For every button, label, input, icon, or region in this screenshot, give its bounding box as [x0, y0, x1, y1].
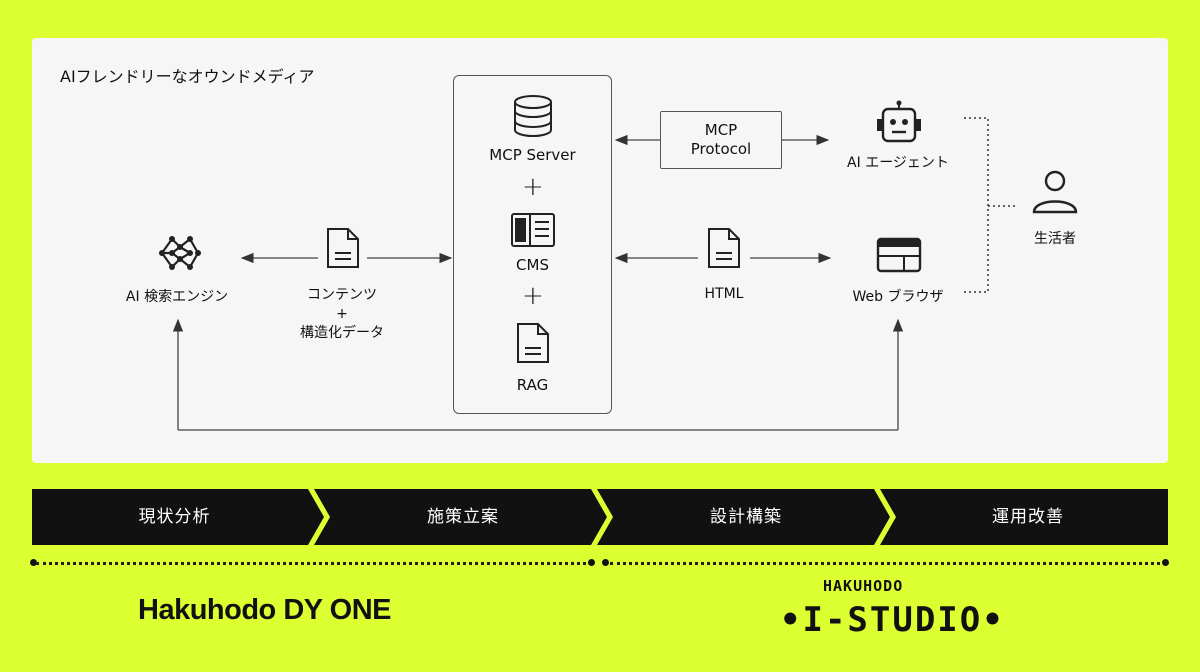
- cms-layout-icon: [511, 213, 555, 247]
- html-label: HTML: [704, 286, 744, 302]
- consumer-bracket: [964, 117, 989, 293]
- separator-dot: [1162, 559, 1169, 566]
- process-steps: 現状分析 施策立案 設計構築 運用改善: [32, 489, 1168, 545]
- mcp-protocol-box: MCP Protocol: [660, 111, 782, 169]
- ai-agent-label: AI エージェント: [847, 155, 949, 171]
- step-analysis: 現状分析: [138, 507, 211, 527]
- plus-sign: +: [522, 172, 544, 202]
- document-icon: [517, 323, 549, 363]
- contents-line3: 構造化データ: [300, 325, 384, 341]
- step-planning: 施策立案: [427, 507, 499, 527]
- step-operation: 運用改善: [992, 507, 1064, 527]
- diagram-title: AIフレンドリーなオウンドメディア: [60, 67, 315, 86]
- step-build: 設計構築: [710, 507, 782, 527]
- plus-sign: +: [522, 281, 544, 311]
- contents-document-icon: [327, 228, 359, 268]
- contents-line1: コンテンツ: [307, 287, 377, 303]
- ai-search-label: AI 検索エンジン: [125, 289, 229, 305]
- mcp-protocol-line2: Protocol: [690, 140, 752, 158]
- separator-right: [610, 562, 1160, 565]
- rag-label: RAG: [516, 376, 549, 394]
- mcp-protocol-line1: MCP: [704, 121, 738, 139]
- separator-dot: [602, 559, 609, 566]
- contents-label: コンテンツ + 構造化データ: [282, 286, 402, 343]
- browser-window-icon: [876, 237, 922, 273]
- consumer-label: 生活者: [1034, 231, 1076, 247]
- separator-left: [36, 562, 586, 565]
- person-icon: [1032, 170, 1078, 214]
- platform-box: [453, 75, 612, 414]
- i-studio-logo: •I-STUDIO•: [780, 600, 1005, 640]
- web-browser-label: Web ブラウザ: [852, 289, 944, 305]
- steps-chevrons: [32, 489, 1168, 545]
- ai-brain-icon: [159, 236, 201, 270]
- hakuhodo-dy-one-logo: Hakuhodo DY ONE: [138, 594, 392, 626]
- html-document-icon: [708, 228, 740, 268]
- hakuhodo-wordmark: HAKUHODO: [823, 577, 904, 595]
- separator-dot: [588, 559, 595, 566]
- diagram-panel: AIフレンドリーなオウンドメディア MCP Server + CMS + RAG…: [32, 38, 1168, 463]
- contents-line2: +: [336, 306, 348, 322]
- database-icon: [514, 95, 552, 137]
- mcp-server-label: MCP Server: [489, 146, 576, 164]
- robot-icon: [877, 100, 921, 143]
- diagram-connectors: [172, 117, 1018, 431]
- cms-label: CMS: [516, 256, 549, 274]
- separator-dot: [30, 559, 37, 566]
